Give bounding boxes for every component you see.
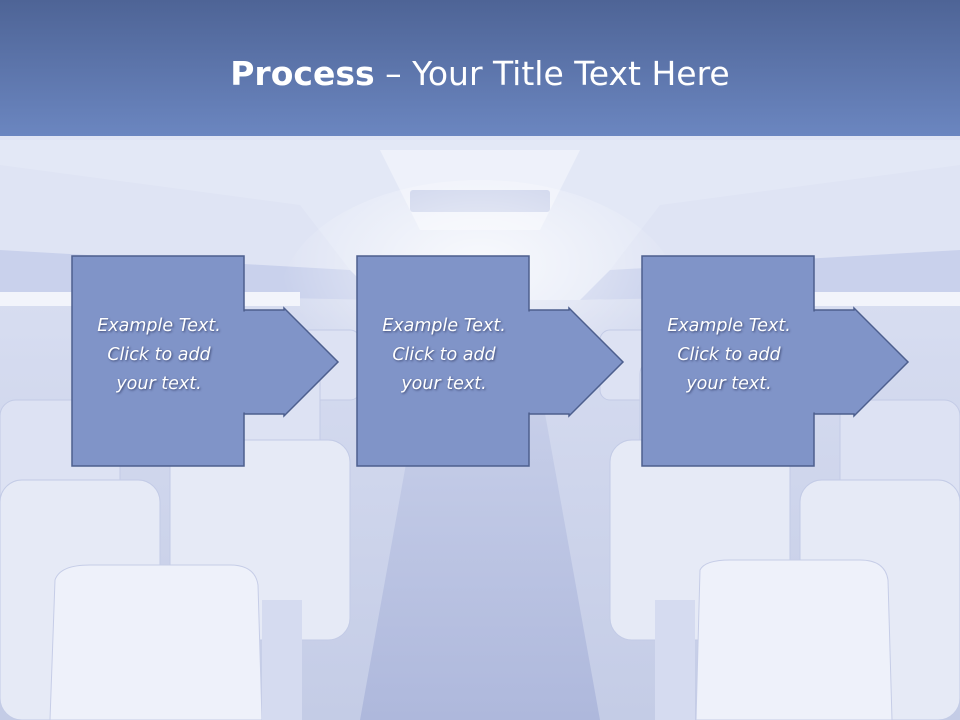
process-step-1[interactable]: Example Text. Click to add your text.: [71, 255, 342, 468]
step-text-line: Click to add: [677, 345, 781, 365]
process-step-2-arrow-shape: [356, 255, 625, 467]
step-text-line: Example Text.: [97, 316, 221, 336]
step-text-line: Example Text.: [382, 316, 506, 336]
title-bold-text: Process: [230, 54, 375, 93]
process-step-2-text: Example Text. Click to add your text.: [359, 312, 529, 399]
step-text-line: Example Text.: [667, 316, 791, 336]
process-step-3-text: Example Text. Click to add your text.: [644, 312, 814, 399]
step-text-line: Click to add: [107, 345, 211, 365]
step-text-line: your text.: [686, 374, 772, 394]
process-step-2[interactable]: Example Text. Click to add your text.: [356, 255, 627, 468]
slide-title[interactable]: Process – Your Title Text Here: [0, 52, 960, 96]
process-step-1-text: Example Text. Click to add your text.: [74, 312, 244, 399]
title-bar: [0, 0, 960, 136]
step-text-line: your text.: [401, 374, 487, 394]
step-text-line: Click to add: [392, 345, 496, 365]
step-text-line: your text.: [116, 374, 202, 394]
process-step-3[interactable]: Example Text. Click to add your text.: [641, 255, 912, 468]
process-step-3-arrow-shape: [641, 255, 910, 467]
title-rest-text: – Your Title Text Here: [374, 54, 730, 93]
process-step-1-arrow-shape: [71, 255, 340, 467]
